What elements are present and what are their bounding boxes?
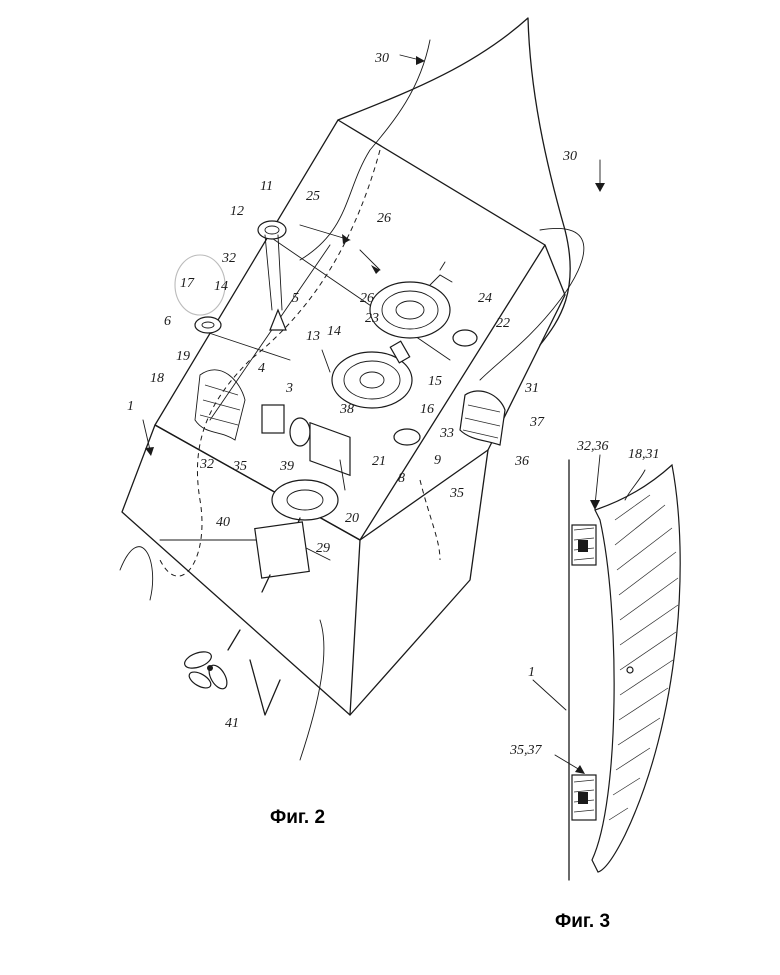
svg-text:35,37: 35,37 — [509, 743, 543, 758]
figure-3-drawing: 32,36 18,31 1 35,37 Фиг. 3 — [509, 439, 680, 932]
hull-curve-left — [120, 547, 153, 600]
hydrofoil-31 — [460, 391, 505, 445]
svg-text:18: 18 — [150, 371, 164, 386]
lower-mount-icon — [572, 775, 596, 820]
svg-text:35: 35 — [232, 459, 247, 474]
arrow-13 — [322, 350, 330, 372]
coupling-38 — [290, 418, 310, 446]
svg-text:1: 1 — [127, 399, 134, 414]
figure-3-caption: Фиг. 3 — [555, 911, 610, 932]
svg-text:24: 24 — [478, 291, 492, 306]
svg-text:19: 19 — [176, 349, 190, 364]
svg-text:33: 33 — [439, 426, 454, 441]
svg-text:35: 35 — [449, 486, 464, 501]
svg-text:39: 39 — [279, 459, 294, 474]
arrow-26 — [360, 250, 380, 270]
svg-text:22: 22 — [496, 316, 510, 331]
svg-text:1: 1 — [528, 665, 535, 680]
gearbox-21 — [310, 423, 350, 476]
svg-text:18,31: 18,31 — [628, 447, 660, 462]
generator-icon-upper — [370, 262, 452, 338]
pulley-icon-22 — [453, 330, 477, 346]
svg-text:25: 25 — [306, 189, 320, 204]
fin-profile — [592, 465, 680, 872]
svg-text:30: 30 — [374, 51, 389, 66]
propeller-icon — [182, 649, 230, 692]
svg-text:6: 6 — [164, 314, 171, 329]
svg-text:23: 23 — [365, 311, 379, 326]
svg-text:12: 12 — [230, 204, 244, 219]
pivot-hole — [627, 667, 633, 673]
leader-1 — [533, 680, 566, 710]
svg-text:5: 5 — [292, 291, 299, 306]
svg-text:8: 8 — [398, 471, 405, 486]
pulley-icon-8 — [394, 429, 420, 445]
svg-text:21: 21 — [372, 454, 386, 469]
block-3 — [262, 405, 284, 433]
box-right-edge — [350, 450, 488, 715]
svg-text:26: 26 — [377, 211, 391, 226]
hull-curve-bottom — [300, 620, 324, 760]
svg-text:36: 36 — [514, 454, 529, 469]
svg-text:32: 32 — [199, 457, 214, 472]
keel — [250, 660, 280, 715]
svg-text:26: 26 — [360, 291, 374, 306]
svg-text:17: 17 — [180, 276, 195, 291]
svg-text:40: 40 — [216, 515, 230, 530]
svg-text:32,36: 32,36 — [576, 439, 609, 454]
cable-32 — [265, 235, 282, 310]
partition-line-3 — [200, 330, 290, 360]
svg-text:16: 16 — [420, 402, 434, 417]
propeller-shaft — [228, 630, 240, 650]
svg-text:13: 13 — [306, 329, 320, 344]
svg-text:14: 14 — [214, 279, 228, 294]
svg-text:14: 14 — [327, 324, 341, 339]
svg-text:3: 3 — [285, 381, 293, 396]
svg-text:38: 38 — [339, 402, 354, 417]
svg-text:37: 37 — [529, 415, 545, 430]
svg-text:31: 31 — [524, 381, 539, 396]
leader-32-36 — [595, 455, 600, 505]
figure-2-drawing: 30 30 25 26 11 12 32 17 6 14 5 26 24 23 … — [120, 18, 605, 828]
waterline-curve — [480, 228, 584, 380]
svg-text:9: 9 — [434, 453, 441, 468]
figure-2-caption: Фиг. 2 — [270, 807, 325, 828]
svg-text:32: 32 — [221, 251, 236, 266]
motor-40 — [255, 522, 309, 578]
svg-text:4: 4 — [258, 361, 265, 376]
svg-text:29: 29 — [316, 541, 330, 556]
svg-text:11: 11 — [260, 179, 273, 194]
arrow-1 — [143, 420, 150, 450]
leader-35-37 — [555, 755, 580, 770]
pulley-icon-11 — [258, 221, 286, 239]
svg-text:15: 15 — [428, 374, 442, 389]
upper-mount-icon — [572, 525, 596, 565]
pulley-icon-6 — [195, 317, 221, 333]
svg-text:41: 41 — [225, 716, 239, 731]
svg-text:20: 20 — [345, 511, 359, 526]
svg-text:30: 30 — [562, 149, 577, 164]
dashed-line-9 — [420, 480, 440, 560]
flywheel-20 — [272, 480, 338, 520]
